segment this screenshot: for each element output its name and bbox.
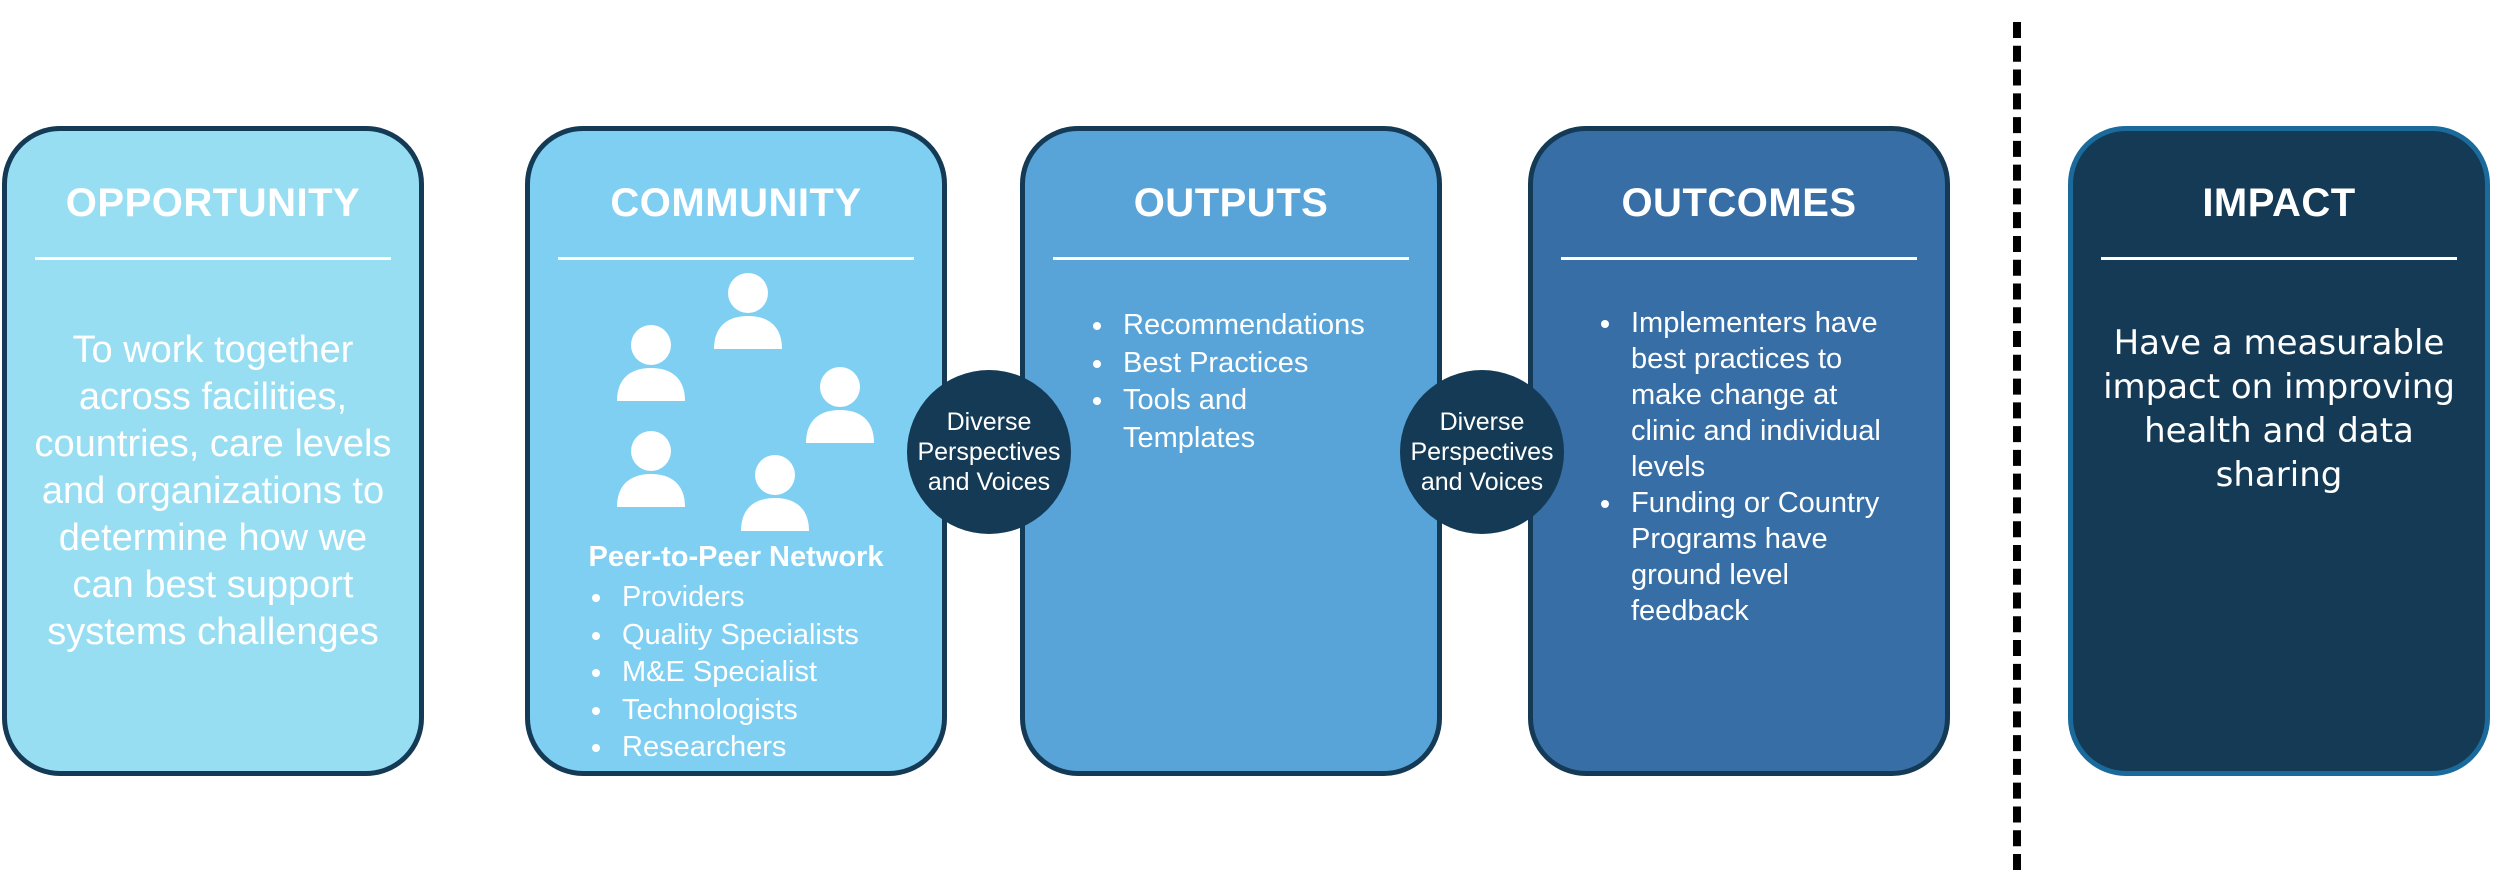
list-item: Recommendations xyxy=(1087,307,1427,345)
list-item: Funding or Country Programs have ground … xyxy=(1595,485,1893,629)
community-list: Providers Quality Specialists M&E Specia… xyxy=(586,579,932,767)
opportunity-divider xyxy=(35,257,391,260)
connector-circle: Diverse Perspectives and Voices xyxy=(1400,370,1564,534)
outputs-divider xyxy=(1053,257,1409,260)
impact-card: IMPACT Have a measurable impact on impro… xyxy=(2068,126,2490,776)
list-item: Providers xyxy=(586,579,932,617)
list-item: M&E Specialist xyxy=(586,654,932,692)
list-item: Best Practices xyxy=(1087,345,1427,383)
outcomes-list: Implementers have best practices to make… xyxy=(1595,305,1927,629)
network-heading: Peer-to-Peer Network xyxy=(588,541,884,573)
list-item: Tools and Templates xyxy=(1087,382,1293,457)
outputs-title: OUTPUTS xyxy=(1133,181,1329,225)
connector-circle: Diverse Perspectives and Voices xyxy=(907,370,1071,534)
opportunity-text: To work together across facilities, coun… xyxy=(34,329,392,653)
community-card: COMMUNITY Peer-to-Peer Network Providers… xyxy=(525,126,947,776)
person-icon xyxy=(617,325,685,401)
outcomes-divider xyxy=(1561,257,1917,260)
outcomes-title: OUTCOMES xyxy=(1621,181,1857,225)
person-icon xyxy=(741,455,809,531)
list-item: Technologists xyxy=(586,692,932,730)
impact-text: Have a measurable impact on improving he… xyxy=(2103,323,2455,495)
list-item: Researchers xyxy=(586,729,932,767)
outputs-list: Recommendations Best Practices Tools and… xyxy=(1087,307,1427,457)
person-icon xyxy=(806,367,874,443)
impact-divider xyxy=(2101,257,2457,260)
dashed-divider xyxy=(2013,22,2021,870)
outcomes-card: OUTCOMES Implementers have best practice… xyxy=(1528,126,1950,776)
community-title: COMMUNITY xyxy=(610,181,862,225)
opportunity-title: OPPORTUNITY xyxy=(65,181,361,225)
person-icon xyxy=(617,431,685,507)
list-item: Quality Specialists xyxy=(586,617,932,655)
community-divider xyxy=(558,257,914,260)
opportunity-card: OPPORTUNITY To work together across faci… xyxy=(2,126,424,776)
list-item: Implementers have best practices to make… xyxy=(1595,305,1893,485)
person-icon xyxy=(714,273,782,349)
impact-title: IMPACT xyxy=(2202,181,2356,225)
outputs-card: OUTPUTS Recommendations Best Practices T… xyxy=(1020,126,1442,776)
